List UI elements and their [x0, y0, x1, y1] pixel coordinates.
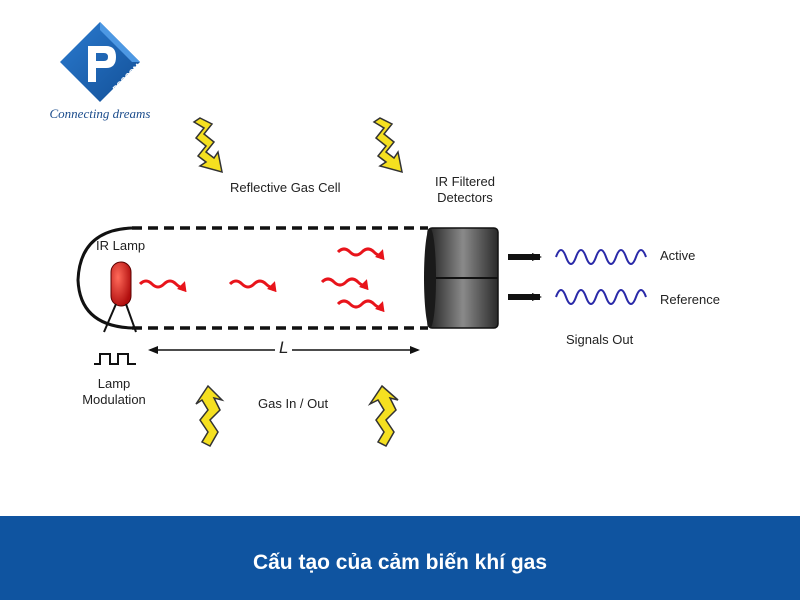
caption-text: Cấu tạo của cảm biến khí gas	[252, 551, 548, 574]
logo-tagline: Connecting dreams	[49, 106, 151, 121]
ir-rays	[138, 247, 385, 313]
lamp-modulation-label: Lamp Modulation	[82, 376, 146, 407]
signal-wave-reference	[555, 289, 647, 305]
ir-ray	[320, 277, 369, 291]
poscom-logo: POSCOM	[40, 18, 160, 128]
lamp-modulation-wave	[94, 353, 136, 365]
caption-banner: Cấu tạo của cảm biến khí gas	[0, 516, 800, 600]
gas-arrow-top-left	[192, 117, 223, 174]
ir-lamp-label: IR Lamp	[96, 238, 146, 253]
signal-active-label: Active	[660, 248, 696, 263]
ir-filtered-detectors	[424, 227, 499, 329]
signal-wave-active	[555, 249, 647, 265]
gas-arrow-bottom-right	[367, 384, 399, 447]
gas-in-out-label: Gas In / Out	[258, 396, 329, 411]
logo-mark: POSCOM	[60, 22, 143, 102]
ir-ray	[336, 299, 385, 313]
gas-arrow-bottom-left	[195, 384, 225, 447]
ir-filtered-detectors-label: IR Filtered Detectors	[435, 174, 495, 205]
ir-lamp	[103, 261, 137, 333]
path-length-label: L	[275, 339, 293, 356]
reflective-gas-cell-label: Reflective Gas Cell	[230, 180, 341, 195]
ir-ray	[138, 279, 187, 293]
signals-out-label: Signals Out	[566, 332, 634, 347]
ir-ray	[228, 279, 277, 293]
ir-ray	[336, 247, 385, 261]
signal-reference-label: Reference	[660, 292, 720, 307]
gas-sensor-diagram	[76, 117, 647, 447]
reflective-gas-cell	[76, 226, 428, 330]
gas-arrow-top-right	[372, 117, 403, 174]
